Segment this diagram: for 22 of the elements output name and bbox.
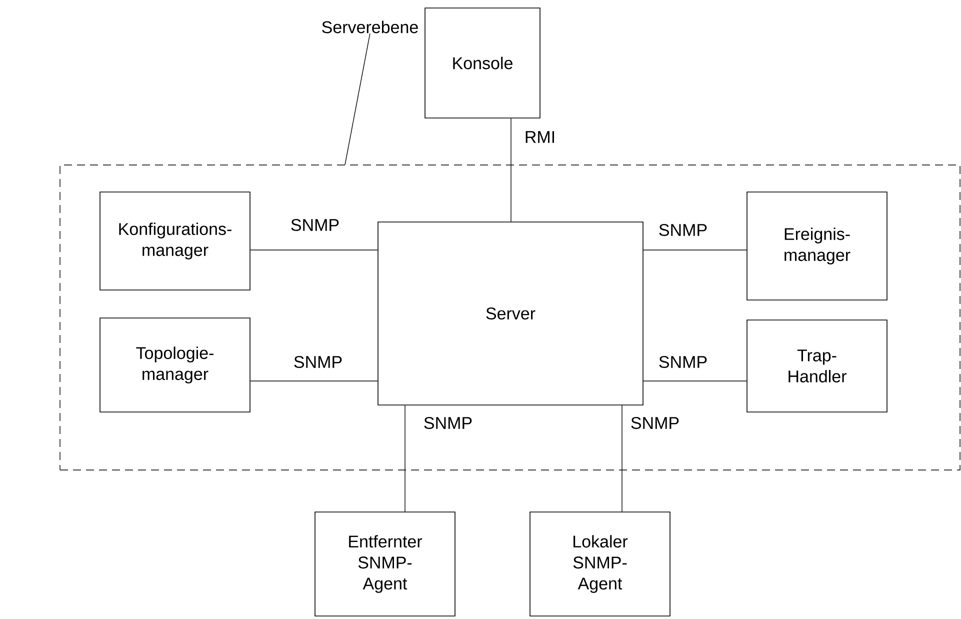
- edge-label: RMI: [526, 131, 554, 143]
- edge-label: SNMP: [294, 356, 342, 368]
- connector-line: [510, 118, 512, 222]
- process-box: Server: [378, 222, 644, 406]
- process-box: Konfigurations- manager: [100, 192, 250, 290]
- connector-line: [643, 380, 747, 382]
- process-box: Trap- Handler: [746, 320, 888, 412]
- process-box: Lokaler SNMP- Agent: [530, 512, 670, 616]
- leader-line: [344, 33, 370, 165]
- process-box: Topologie- manager: [100, 318, 250, 412]
- connector-line: [404, 405, 406, 512]
- process-box: Ereignis- manager: [746, 192, 888, 300]
- leader-text: Serverebene: [322, 20, 418, 34]
- dashed-region: [60, 164, 960, 470]
- edge-label: SNMP: [291, 218, 339, 232]
- edge-label: SNMP: [659, 356, 707, 368]
- edge-label: SNMP: [659, 224, 707, 236]
- edge-label: SNMP: [631, 416, 679, 430]
- process-box: Konsole: [424, 8, 540, 118]
- process-box: Entfernter SNMP- Agent: [314, 512, 456, 616]
- connector-line: [250, 380, 378, 382]
- edge-label: SNMP: [424, 416, 472, 430]
